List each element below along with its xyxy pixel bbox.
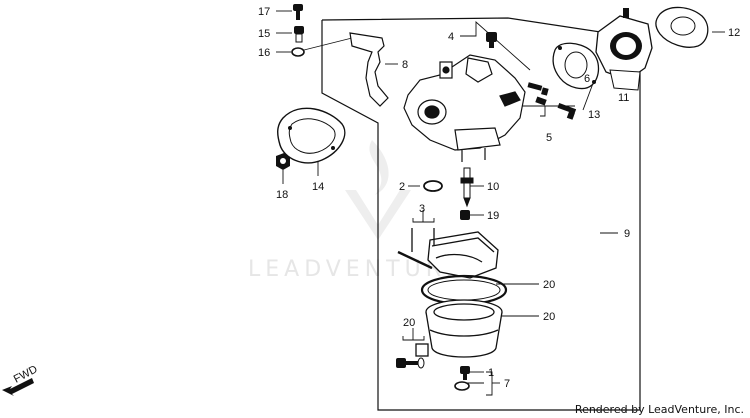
callout-6: 6 [584,73,590,85]
callout-20-ring: 20 [543,279,555,291]
callout-15: 15 [258,28,270,40]
watermark-text: LEADVENTURE [248,257,465,282]
callout-3: 3 [419,203,425,215]
part-12-gasket [655,6,709,48]
part-3-float [397,228,499,279]
callout-11: 11 [618,92,629,104]
part-14-gasket [277,107,346,164]
part-5-screws [535,96,577,120]
callout-16: 16 [258,47,270,59]
part-6-screws [527,82,549,96]
callout-14: 14 [312,181,324,193]
callout-9: 9 [624,228,630,240]
callout-1: 1 [488,367,494,379]
part-7-washer [454,381,470,391]
callout-10: 10 [487,181,499,193]
callout-labels: 17 15 16 8 4 6 5 13 11 12 14 18 2 10 19 … [258,6,740,390]
part-15-screw [294,26,304,43]
forward-arrow: FWD [2,363,40,396]
callout-18: 18 [276,189,288,201]
part-2-washer [423,180,443,192]
callout-20-drain: 20 [403,317,415,329]
part-1-bolt [460,366,470,380]
part-8-bracket [349,32,389,107]
part-16-washer [291,47,305,57]
callout-12: 12 [728,27,740,39]
callout-2: 2 [399,181,405,193]
part-10-needle [460,167,474,208]
callout-13: 13 [588,109,600,121]
callout-7: 7 [504,378,510,390]
part-13-gasket [552,42,600,90]
callout-8: 8 [402,59,408,71]
part-18-nut [276,153,290,170]
credit-text: Rendered by LeadVenture, Inc. [574,403,744,416]
part-4-screw [486,32,497,48]
callout-20-bowl: 20 [543,311,555,323]
callout-17: 17 [258,6,270,18]
part-11-insulator [595,8,653,91]
callout-4: 4 [448,31,454,43]
assembly-boundary [321,17,641,411]
part-20-drain-screw [396,357,425,369]
part-20-float-bowl [415,299,503,358]
leadventure-watermark: LEADVENTURE [248,140,465,282]
callout-19: 19 [487,210,499,222]
part-17-screw [293,4,303,20]
part-19-jet [460,210,470,220]
callout-5: 5 [546,132,552,144]
carburetor-body [403,54,526,162]
